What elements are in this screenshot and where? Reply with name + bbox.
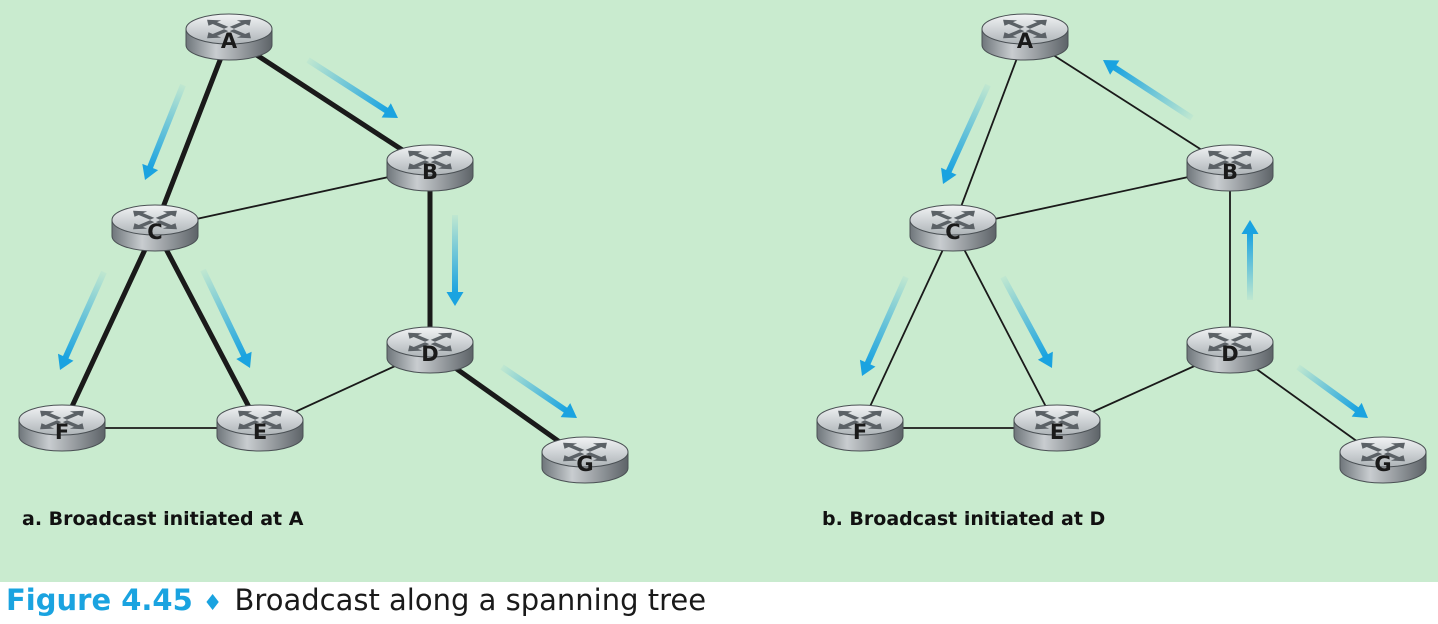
router-label-a-G: G xyxy=(576,452,593,476)
link-a-C-B xyxy=(154,167,431,229)
broadcast-arrows-layer xyxy=(57,57,1369,419)
broadcast-arrow-a-C-to-E xyxy=(200,268,252,368)
router-a-D: D xyxy=(386,326,474,374)
router-b-B: B xyxy=(1186,144,1274,192)
router-arrows-icon xyxy=(207,19,251,39)
router-arrows-icon xyxy=(563,442,607,462)
router-label-a-E: E xyxy=(253,420,267,444)
link-b-A-B xyxy=(1024,36,1231,169)
broadcast-arrow-a-C-to-F xyxy=(57,270,107,371)
router-a-B: B xyxy=(386,144,474,192)
broadcast-arrow-b-A-to-C xyxy=(941,83,991,185)
figure-title: Broadcast along a spanning tree xyxy=(234,583,707,617)
router-b-E: E xyxy=(1013,404,1101,452)
router-a-E: E xyxy=(216,404,304,452)
link-b-A-C xyxy=(952,36,1026,229)
broadcast-arrow-b-C-to-F xyxy=(859,275,909,376)
router-b-A: A xyxy=(981,13,1069,61)
router-arrows-icon xyxy=(1208,332,1252,352)
router-b-G: G xyxy=(1339,436,1427,484)
link-a-C-E xyxy=(152,225,263,431)
router-a-A: A xyxy=(185,13,273,61)
router-b-D: D xyxy=(1186,326,1274,374)
diamond-icon: ♦ xyxy=(202,591,223,616)
router-label-a-A: A xyxy=(221,29,238,53)
link-a-C-F xyxy=(59,225,158,431)
router-label-a-F: F xyxy=(55,420,69,444)
links-layer xyxy=(59,34,1384,463)
routers-layer: A B C D E F G A B C D E F G xyxy=(18,13,1427,484)
router-arrows-icon xyxy=(838,410,882,430)
link-a-A-B xyxy=(226,34,433,171)
router-label-a-B: B xyxy=(422,160,438,184)
broadcast-arrow-a-D-to-G xyxy=(500,364,577,418)
link-b-C-F xyxy=(859,227,954,429)
figure-caption: Figure 4.45 ♦ Broadcast along a spanning t… xyxy=(6,580,706,620)
router-arrows-icon xyxy=(1361,442,1405,462)
router-a-G: G xyxy=(541,436,629,484)
router-label-b-B: B xyxy=(1222,160,1238,184)
router-arrows-icon xyxy=(1208,150,1252,170)
router-label-b-C: C xyxy=(945,220,960,244)
link-b-C-B xyxy=(952,167,1231,229)
router-label-a-D: D xyxy=(421,342,438,366)
panel-a-caption: a. Broadcast initiated at A xyxy=(22,508,304,530)
router-arrows-icon xyxy=(408,332,452,352)
router-a-C: C xyxy=(111,204,199,252)
router-a-F: F xyxy=(18,404,106,452)
figure-number: Figure 4.45 xyxy=(6,583,193,617)
router-arrows-icon xyxy=(1035,410,1079,430)
broadcast-arrow-b-D-to-G xyxy=(1296,364,1369,419)
router-label-a-C: C xyxy=(147,220,162,244)
router-label-b-A: A xyxy=(1017,29,1034,53)
router-arrows-icon xyxy=(931,210,975,230)
broadcast-arrow-a-B-to-D xyxy=(446,215,464,306)
broadcast-arrow-a-A-to-C xyxy=(142,83,186,181)
broadcast-arrow-a-A-to-B xyxy=(306,57,398,118)
router-label-b-G: G xyxy=(1374,452,1391,476)
broadcast-arrow-b-C-to-E xyxy=(1000,275,1053,368)
router-arrows-icon xyxy=(1003,19,1047,39)
panel-b-caption: b. Broadcast initiated at D xyxy=(822,508,1106,530)
broadcast-arrow-b-D-to-B xyxy=(1241,220,1259,300)
router-arrows-icon xyxy=(408,150,452,170)
router-b-F: F xyxy=(816,404,904,452)
network-diagram: A B C D E F G A B C D E F G xyxy=(18,13,1427,484)
router-arrows-icon xyxy=(238,410,282,430)
link-b-C-E xyxy=(952,227,1058,429)
router-arrows-icon xyxy=(133,210,177,230)
router-label-b-E: E xyxy=(1050,420,1064,444)
router-b-C: C xyxy=(909,204,997,252)
broadcast-arrow-b-B-to-A xyxy=(1103,59,1194,121)
figure-panel: A B C D E F G A B C D E F G a. Broadcast initiated at… xyxy=(0,0,1438,582)
router-arrows-icon xyxy=(40,410,84,430)
link-a-A-C xyxy=(152,34,232,231)
router-label-b-D: D xyxy=(1221,342,1238,366)
router-label-b-F: F xyxy=(853,420,867,444)
